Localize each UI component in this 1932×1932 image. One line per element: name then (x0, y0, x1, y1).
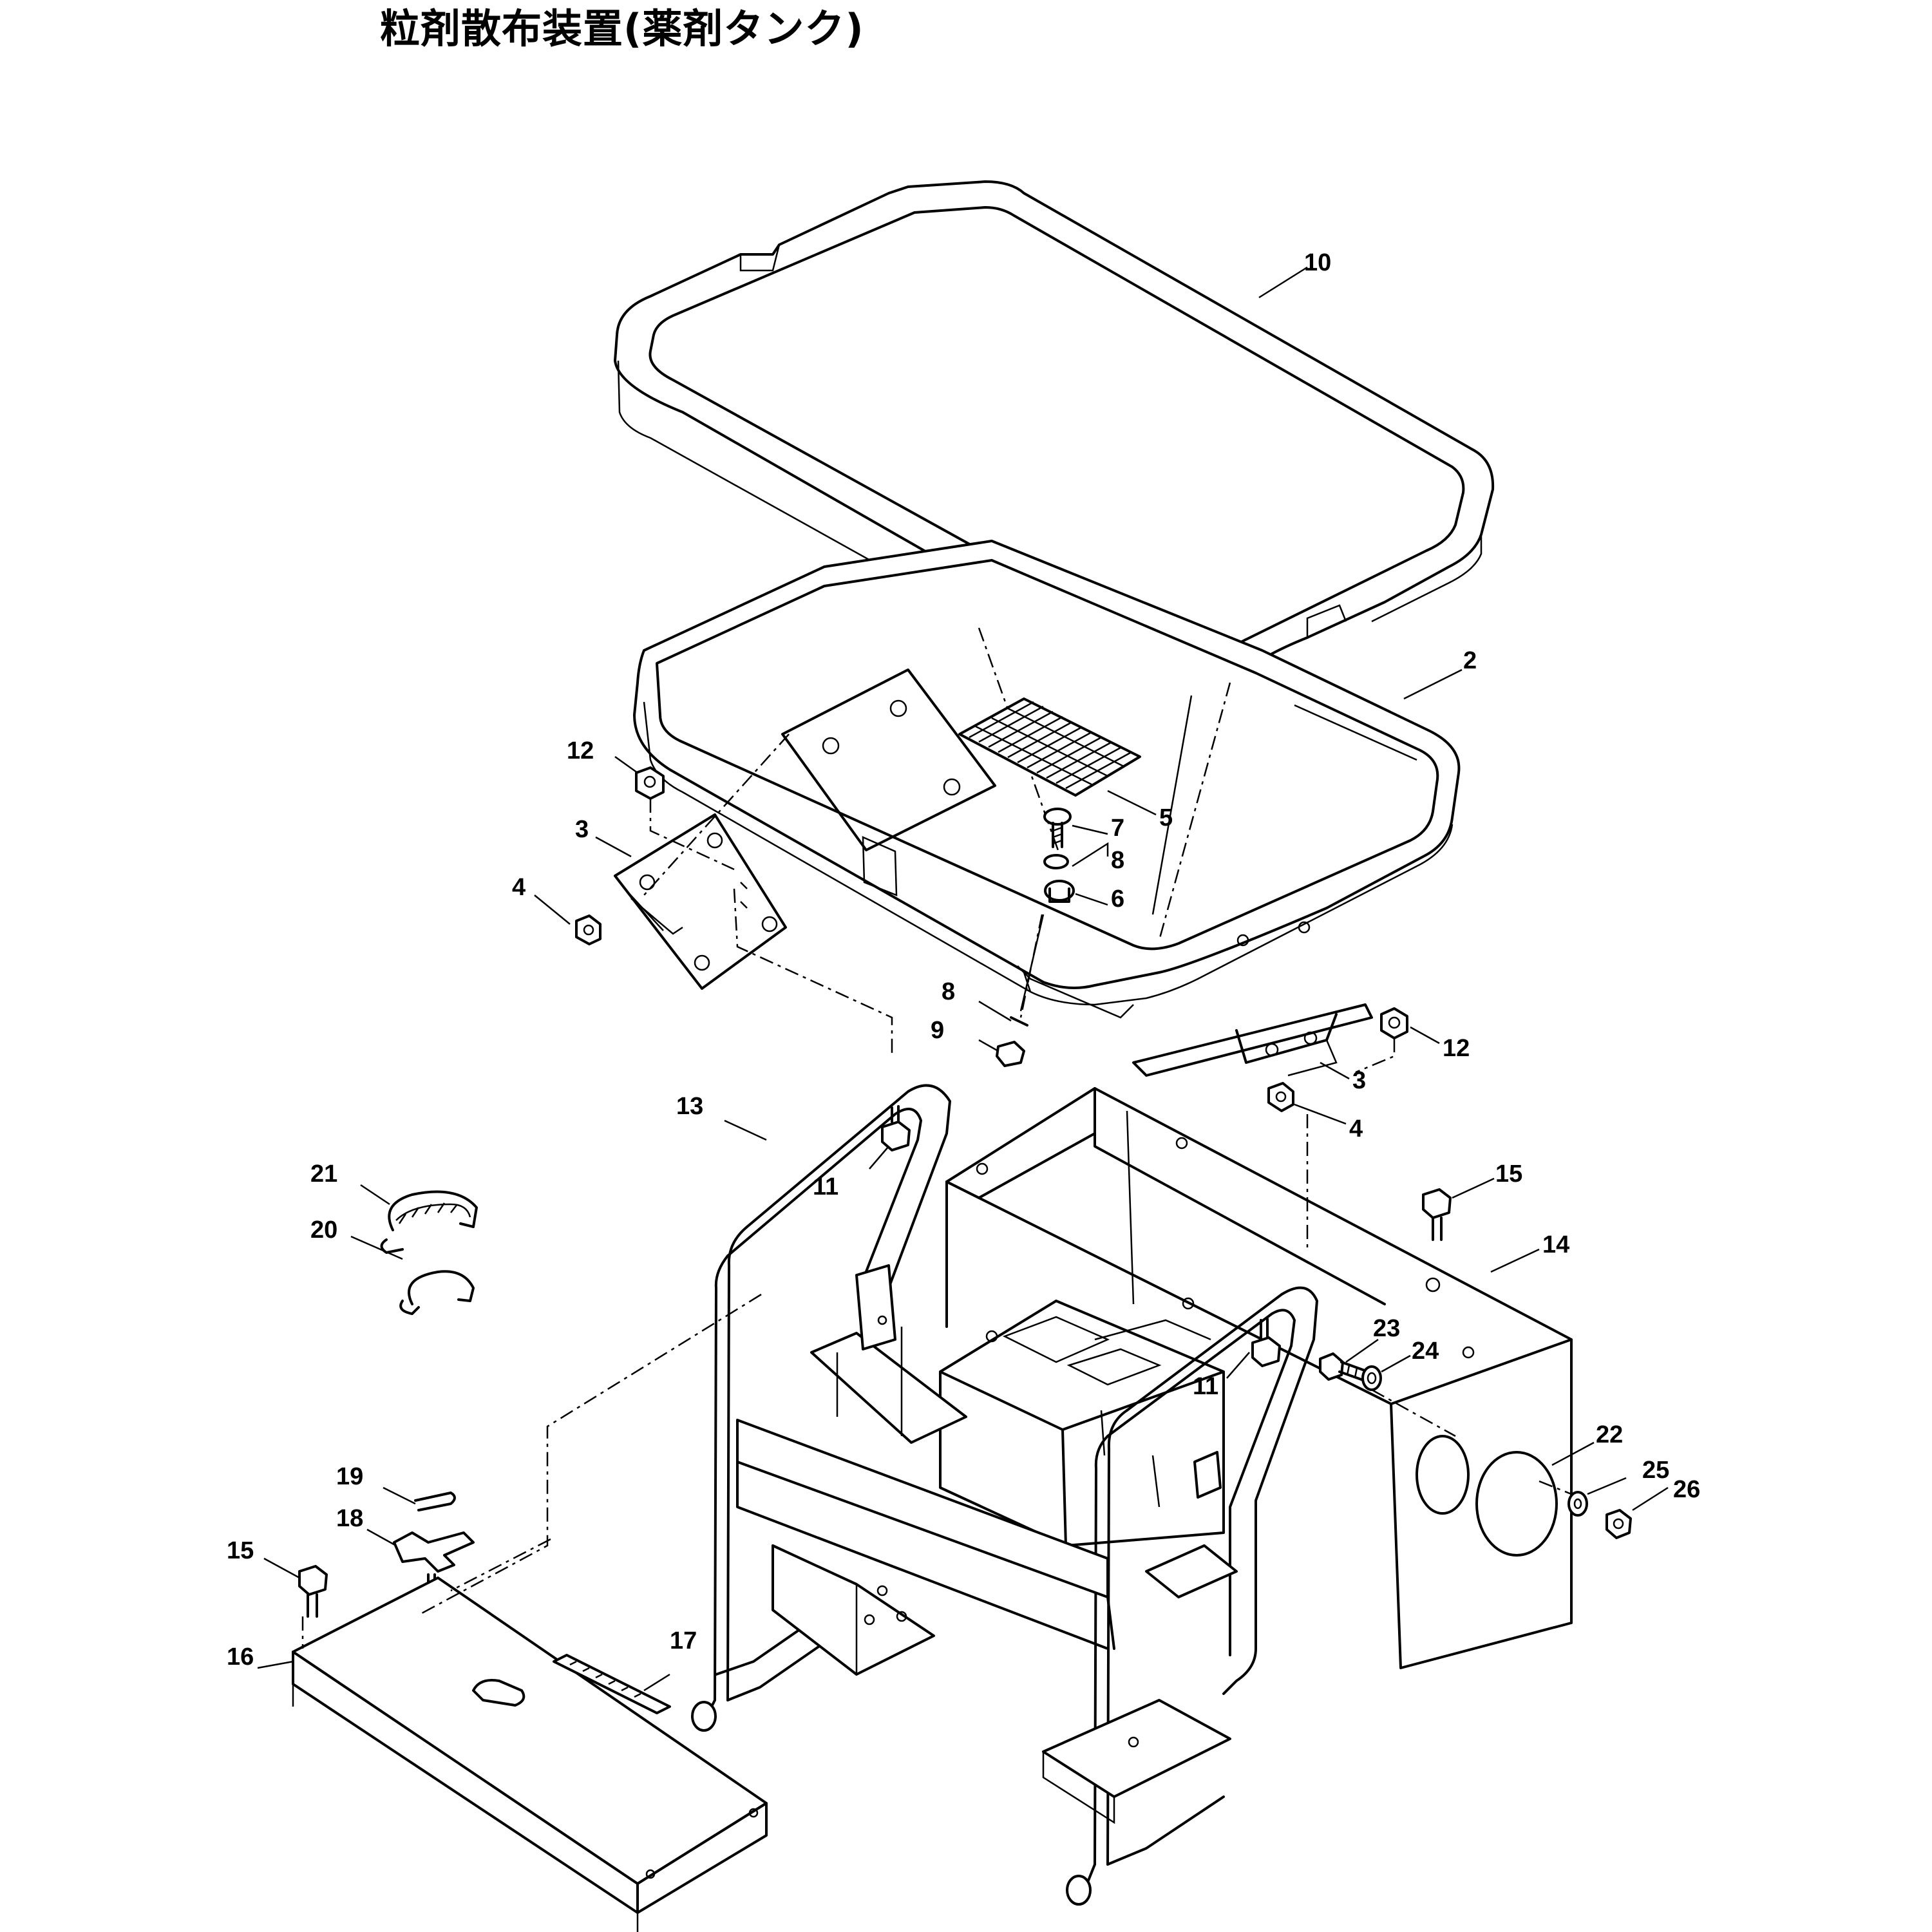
rubber-strip-17 (553, 1654, 671, 1714)
callout-4: 4 (512, 874, 526, 901)
right-mount-bracket (1132, 1003, 1373, 1077)
left-mount-bracket (614, 813, 787, 990)
hose-band-20 (399, 1270, 475, 1315)
callout-17: 17 (670, 1627, 697, 1654)
callout-21: 21 (310, 1160, 337, 1188)
callout-labels: 10 2 12 3 4 5 7 8 6 8 9 12 3 4 13 11 21 … (227, 249, 1700, 1671)
bolt-15-left (298, 1565, 328, 1618)
callout-22: 22 (1596, 1421, 1623, 1448)
callout-leaders (257, 266, 1669, 1692)
callout-18: 18 (336, 1505, 363, 1532)
callout-19: 19 (336, 1463, 363, 1490)
callout-13: 13 (676, 1093, 703, 1120)
callout-23: 23 (1373, 1315, 1400, 1342)
callout-9: 9 (931, 1017, 944, 1044)
callout-8-lower: 8 (942, 978, 955, 1005)
bolt-11-left (881, 1105, 911, 1151)
callout-2: 2 (1463, 647, 1477, 674)
assembly-guide-lines (301, 734, 1572, 1649)
bolt-15-right (1422, 1188, 1452, 1241)
callout-15-left: 15 (227, 1537, 254, 1564)
callout-8: 8 (1111, 847, 1124, 874)
frame-handle-right (1066, 1286, 1318, 1906)
callout-11: 11 (813, 1173, 838, 1200)
callout-25: 25 (1642, 1457, 1669, 1484)
callout-15: 15 (1495, 1160, 1522, 1188)
bolt-11-right (1251, 1318, 1281, 1367)
callout-5: 5 (1159, 804, 1173, 831)
callout-4-right: 4 (1349, 1115, 1363, 1142)
shutter-bolt-assembly (996, 808, 1075, 1067)
diagram-title: 粒剤散布装置(薬剤タンク) (380, 5, 864, 52)
callout-16: 16 (227, 1643, 254, 1671)
nut-12-right (1380, 1007, 1408, 1039)
callout-3-right: 3 (1352, 1067, 1366, 1094)
hose-band-21 (380, 1190, 478, 1254)
callout-12-right: 12 (1443, 1035, 1470, 1062)
nut-26 (1605, 1509, 1632, 1539)
base-frame-box (939, 1087, 1573, 1669)
callout-6: 6 (1111, 886, 1124, 913)
nut-4-left (575, 914, 601, 945)
pin-19 (414, 1492, 456, 1511)
nut-12-left (635, 766, 665, 800)
callout-11-right: 11 (1193, 1373, 1218, 1400)
lower-frame-trays (736, 1264, 1238, 1824)
washer-25 (1567, 1491, 1588, 1517)
callout-3: 3 (575, 816, 589, 843)
callout-12: 12 (567, 737, 594, 764)
callout-24: 24 (1412, 1338, 1439, 1365)
callout-14: 14 (1542, 1231, 1569, 1258)
screen-grid (958, 697, 1141, 797)
callout-26: 26 (1673, 1476, 1700, 1503)
cover-box-16 (292, 1577, 768, 1932)
washer-24 (1361, 1365, 1382, 1391)
callout-7: 7 (1111, 815, 1124, 842)
callout-20: 20 (310, 1217, 337, 1244)
callout-10: 10 (1304, 249, 1331, 276)
nut-4-right (1267, 1082, 1294, 1112)
